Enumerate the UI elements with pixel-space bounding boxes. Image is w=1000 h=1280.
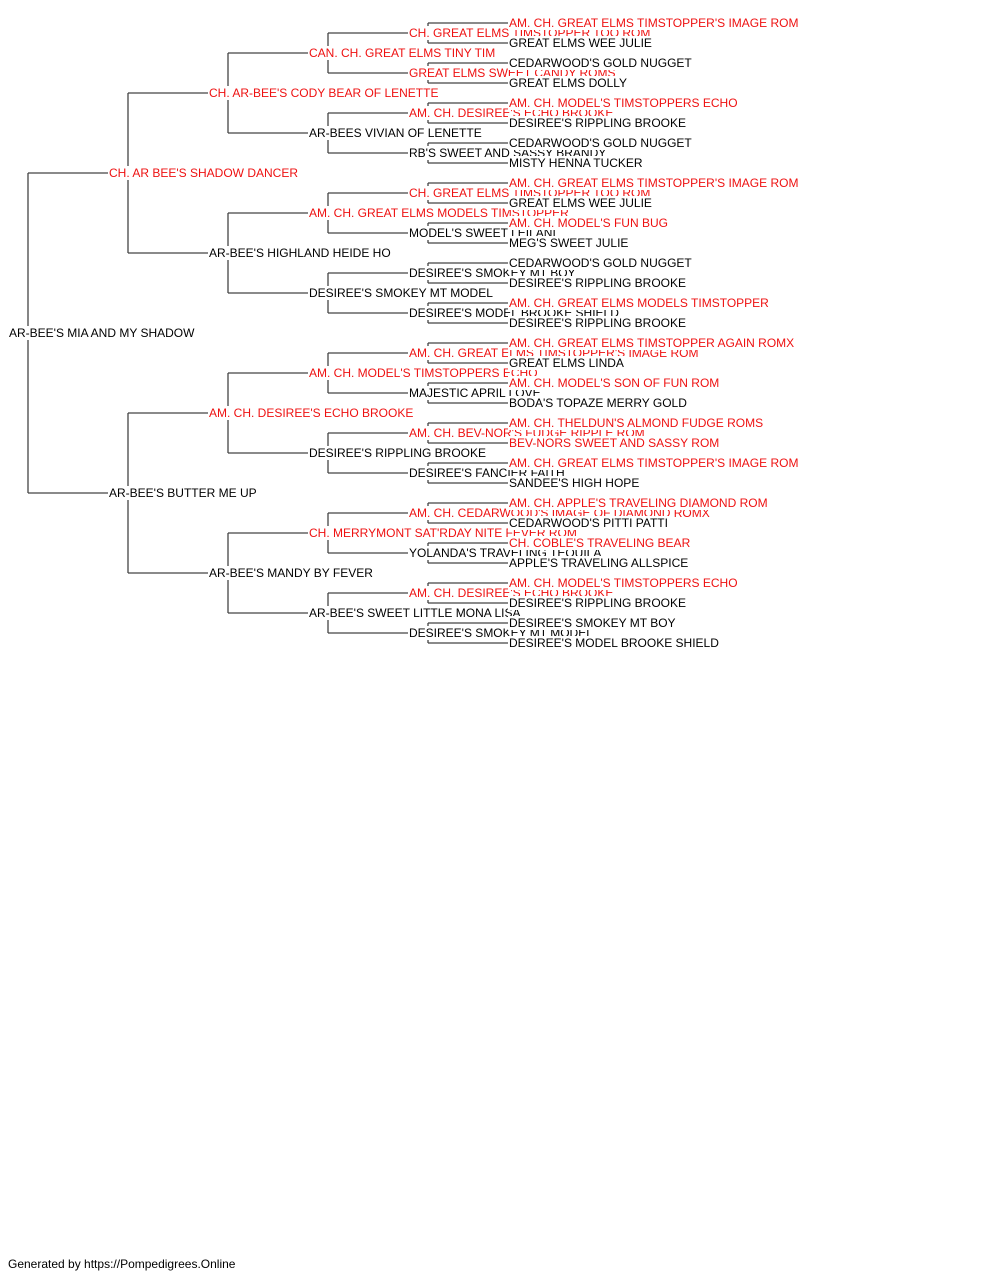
pedigree-name-gen5: AM. CH. GREAT ELMS TIMSTOPPER'S IMAGE RO… xyxy=(508,176,800,190)
generated-by-credit: Generated by https://Pompedigrees.Online xyxy=(8,1257,236,1271)
pedigree-name-gen5: AM. CH. THELDUN'S ALMOND FUDGE ROMS xyxy=(508,416,765,430)
pedigree-name-gen5: SANDEE'S HIGH HOPE xyxy=(508,476,641,490)
pedigree-name-gen5: AM. CH. MODEL'S TIMSTOPPERS ECHO xyxy=(508,576,739,590)
pedigree-name-gen3: AM. CH. MODEL'S TIMSTOPPERS ECHO xyxy=(308,366,539,380)
pedigree-name-gen0: AR-BEE'S MIA AND MY SHADOW xyxy=(8,326,196,340)
pedigree-name-gen3: CAN. CH. GREAT ELMS TINY TIM xyxy=(308,46,497,60)
pedigree-name-gen1: CH. AR BEE'S SHADOW DANCER xyxy=(108,166,299,180)
pedigree-name-gen3: AR-BEE'S SWEET LITTLE MONA LISA xyxy=(308,606,522,620)
pedigree-name-gen5: APPLE'S TRAVELING ALLSPICE xyxy=(508,556,690,570)
pedigree-name-gen5: GREAT ELMS WEE JULIE xyxy=(508,36,653,50)
pedigree-name-gen3: DESIREE'S RIPPLING BROOKE xyxy=(308,446,488,460)
pedigree-name-gen5: AM. CH. GREAT ELMS MODELS TIMSTOPPER xyxy=(508,296,770,310)
pedigree-name-gen5: CEDARWOOD'S GOLD NUGGET xyxy=(508,56,693,70)
pedigree-name-gen5: CEDARWOOD'S GOLD NUGGET xyxy=(508,136,693,150)
pedigree-name-gen2: AR-BEE'S MANDY BY FEVER xyxy=(208,566,374,580)
pedigree-name-gen5: DESIREE'S RIPPLING BROOKE xyxy=(508,116,688,130)
pedigree-name-gen5: CEDARWOOD'S GOLD NUGGET xyxy=(508,256,693,270)
pedigree-name-gen5: AM. CH. MODEL'S SON OF FUN ROM xyxy=(508,376,721,390)
pedigree-name-gen5: MISTY HENNA TUCKER xyxy=(508,156,644,170)
pedigree-name-gen3: DESIREE'S SMOKEY MT MODEL xyxy=(308,286,494,300)
pedigree-name-gen5: CH. COBLE'S TRAVELING BEAR xyxy=(508,536,692,550)
pedigree-name-gen5: AM. CH. MODEL'S FUN BUG xyxy=(508,216,669,230)
pedigree-name-gen5: DESIREE'S RIPPLING BROOKE xyxy=(508,316,688,330)
pedigree-name-gen5: BEV-NORS SWEET AND SASSY ROM xyxy=(508,436,721,450)
pedigree-name-gen5: AM. CH. APPLE'S TRAVELING DIAMOND ROM xyxy=(508,496,769,510)
pedigree-name-gen5: DESIREE'S SMOKEY MT BOY xyxy=(508,616,677,630)
pedigree-name-gen1: AR-BEE'S BUTTER ME UP xyxy=(108,486,258,500)
pedigree-name-gen5: DESIREE'S RIPPLING BROOKE xyxy=(508,596,688,610)
pedigree-name-gen5: BODA'S TOPAZE MERRY GOLD xyxy=(508,396,688,410)
pedigree-name-gen5: AM. CH. MODEL'S TIMSTOPPERS ECHO xyxy=(508,96,739,110)
pedigree-name-gen3: AR-BEES VIVIAN OF LENETTE xyxy=(308,126,483,140)
pedigree-name-gen5: MEG'S SWEET JULIE xyxy=(508,236,630,250)
pedigree-name-gen5: AM. CH. GREAT ELMS TIMSTOPPER'S IMAGE RO… xyxy=(508,16,800,30)
pedigree-name-gen5: AM. CH. GREAT ELMS TIMSTOPPER AGAIN ROMX xyxy=(508,336,796,350)
pedigree-name-gen5: DESIREE'S RIPPLING BROOKE xyxy=(508,276,688,290)
pedigree-name-gen5: CEDARWOOD'S PITTI PATTI xyxy=(508,516,669,530)
pedigree-name-gen5: GREAT ELMS WEE JULIE xyxy=(508,196,653,210)
pedigree-name-gen5: GREAT ELMS DOLLY xyxy=(508,76,629,90)
pedigree-name-gen2: AM. CH. DESIREE'S ECHO BROOKE xyxy=(208,406,415,420)
pedigree-name-gen2: CH. AR-BEE'S CODY BEAR OF LENETTE xyxy=(208,86,440,100)
pedigree-name-gen5: GREAT ELMS LINDA xyxy=(508,356,625,370)
pedigree-name-gen5: DESIREE'S MODEL BROOKE SHIELD xyxy=(508,636,720,650)
pedigree-name-gen5: AM. CH. GREAT ELMS TIMSTOPPER'S IMAGE RO… xyxy=(508,456,800,470)
pedigree-name-gen2: AR-BEE'S HIGHLAND HEIDE HO xyxy=(208,246,392,260)
pedigree-name-gen3: AM. CH. GREAT ELMS MODELS TIMSTOPPER xyxy=(308,206,570,220)
